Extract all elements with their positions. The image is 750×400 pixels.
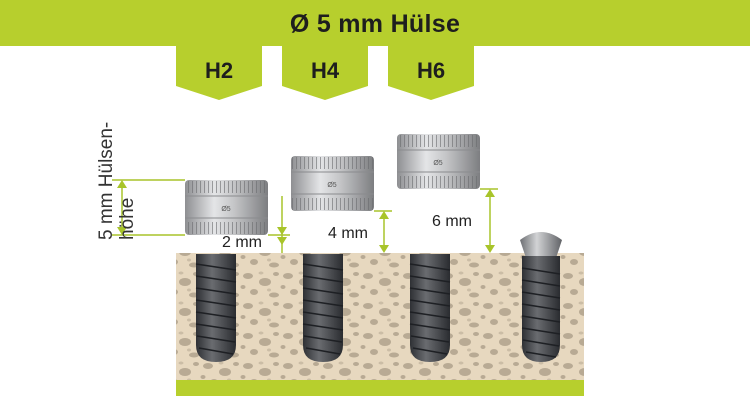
sleeve-engraving: Ø5 [433, 160, 442, 167]
sleeve-engraving: Ø5 [221, 206, 230, 213]
page-title: Ø 5 mm Hülse [289, 10, 461, 38]
dimension-label-6mm: 6 mm [432, 213, 472, 230]
bone-block [176, 253, 584, 385]
sleeve-h6: Ø5 [397, 134, 480, 189]
sleeve-engraving: Ø5 [327, 182, 336, 189]
dimension-2mm [268, 196, 290, 253]
header-banner [0, 0, 750, 46]
sleeve-height-label: 5 mm Hülsen- höhe [96, 122, 138, 240]
sleeve-height-label-line1: 5 mm Hülsen- [96, 121, 117, 240]
sleeve-height-label-line2: höhe [117, 197, 138, 240]
dimension-sleeve-height [112, 179, 185, 236]
sleeve-h2: Ø5 [185, 180, 268, 235]
bottom-bar [176, 380, 584, 396]
dimension-6mm [480, 188, 498, 253]
dimension-label-4mm: 4 mm [328, 225, 368, 242]
dimension-4mm [374, 210, 392, 253]
tab-h2-label: H2 [204, 58, 234, 83]
tab-h6-label: H6 [416, 58, 446, 83]
implant-2 [302, 254, 344, 362]
implant-4-with-abutment [520, 232, 562, 362]
implant-1 [195, 254, 237, 362]
implant-3 [409, 254, 451, 362]
tab-h4-label: H4 [310, 58, 340, 83]
dimension-label-2mm: 2 mm [222, 234, 262, 251]
sleeve-h4: Ø5 [291, 156, 374, 211]
